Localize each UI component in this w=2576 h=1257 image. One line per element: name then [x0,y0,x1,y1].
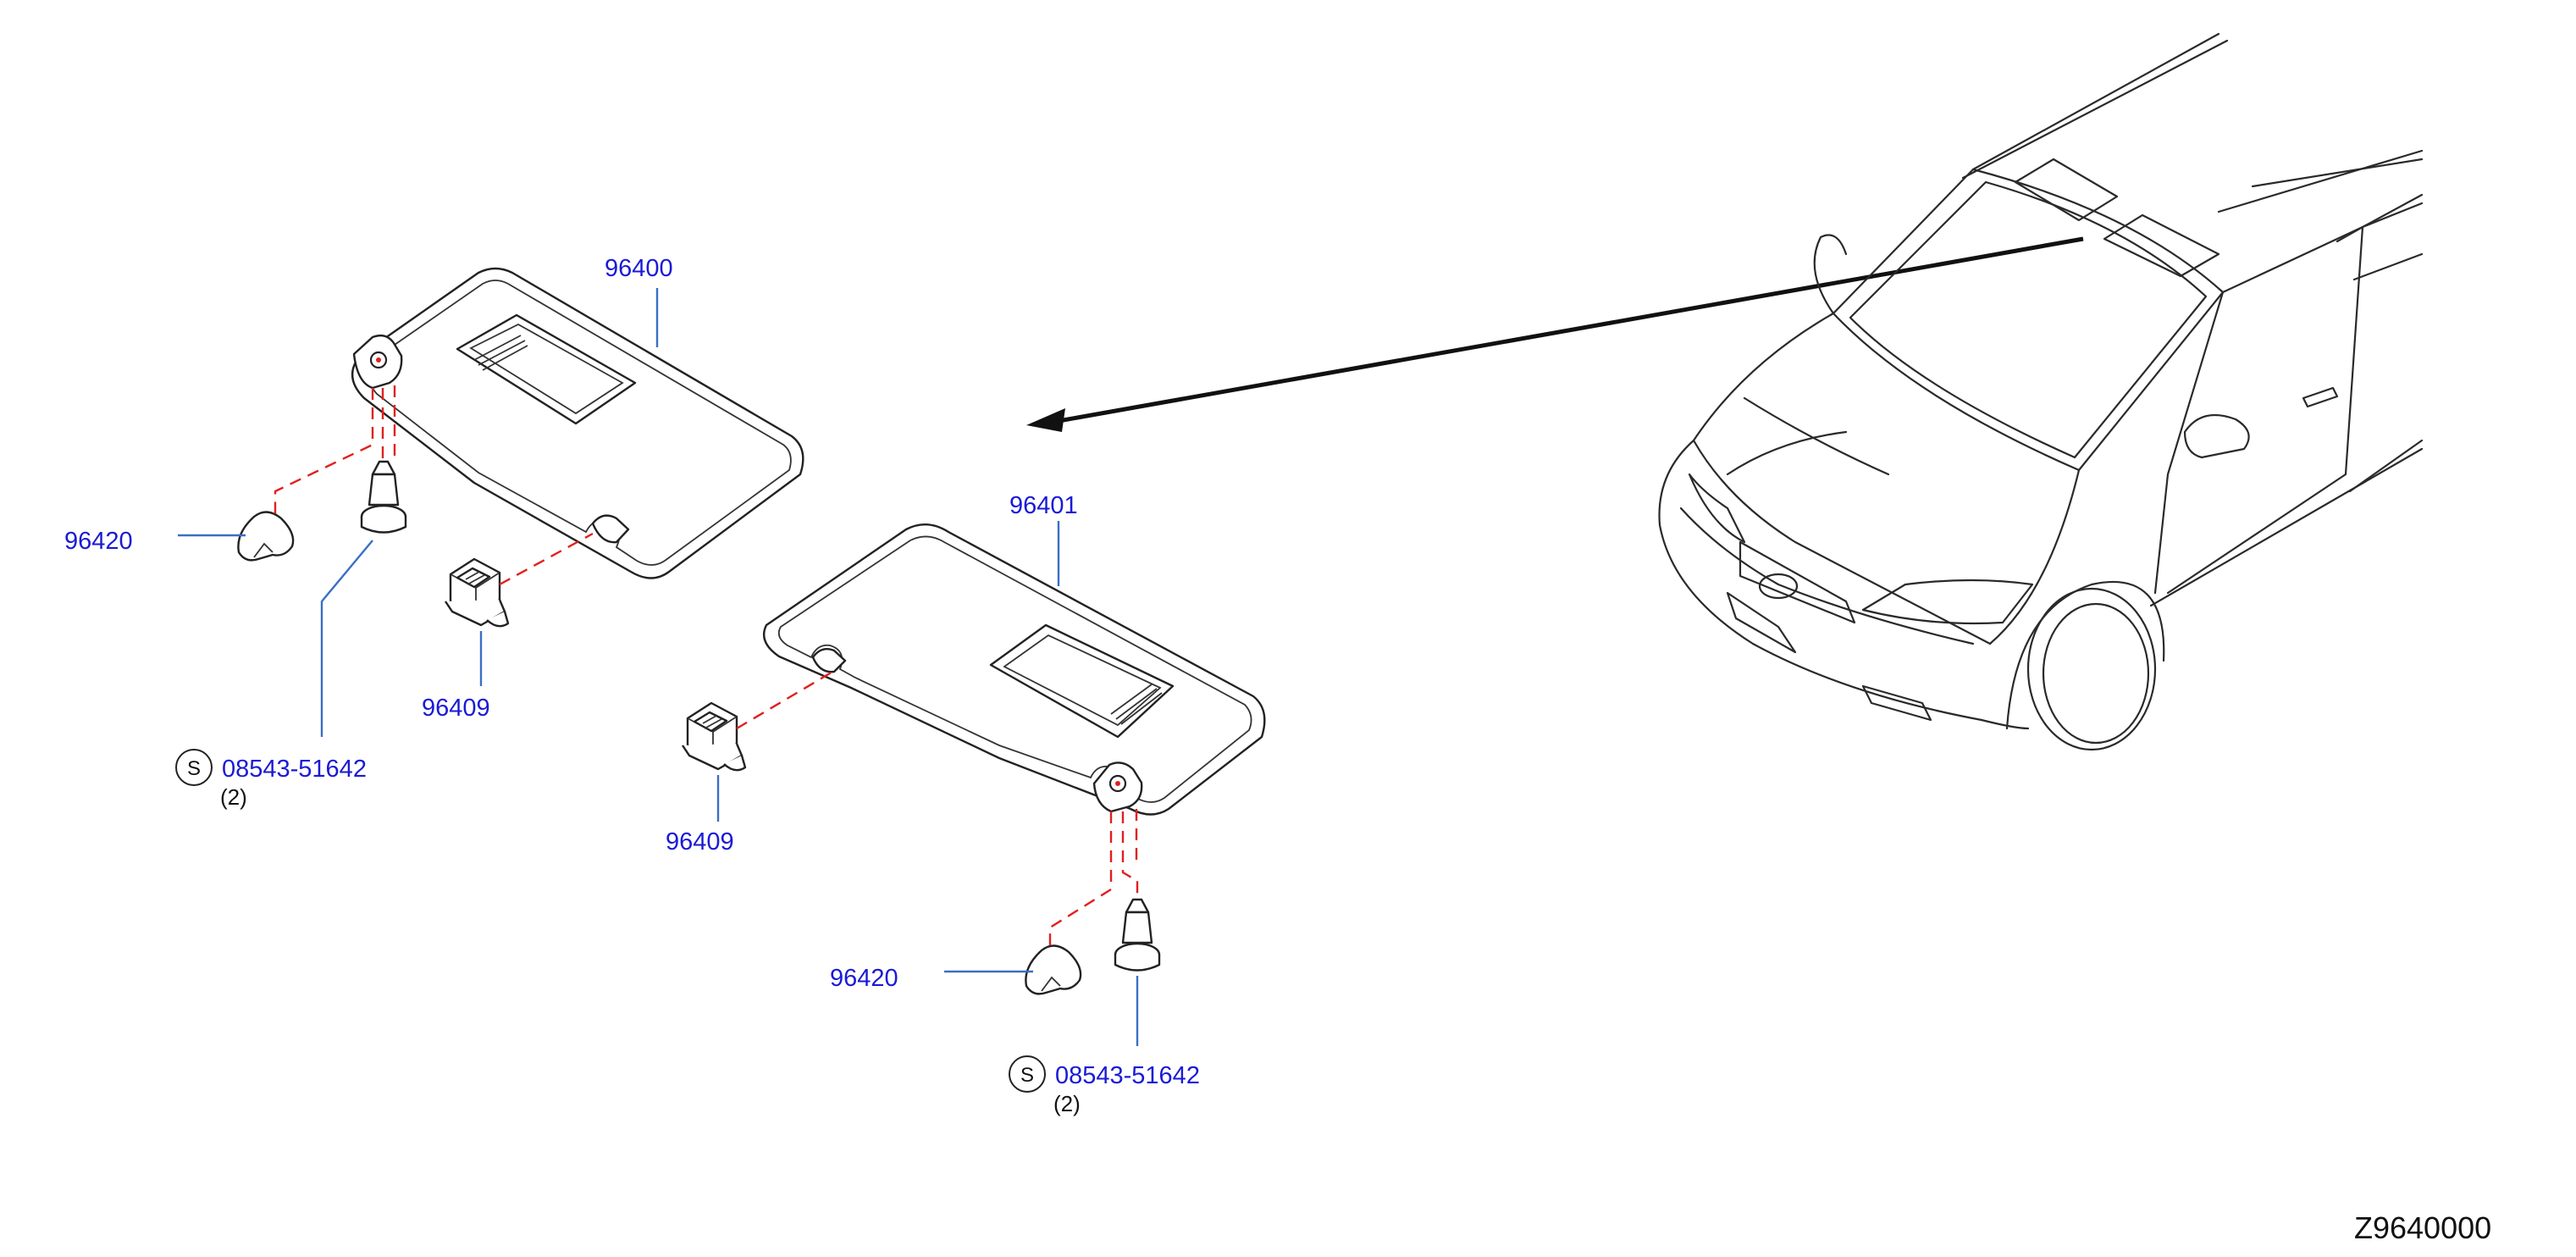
vanity-mirror-left [456,313,637,425]
callout-96420-left[interactable]: 96420 [64,528,133,555]
standard-part-letter: S [1020,1064,1034,1087]
standard-part-symbol-right: S [1009,1055,1046,1093]
visor-location-right [2103,213,2220,278]
front-wheel [2026,587,2157,751]
hinge-cover-left[interactable] [237,511,295,562]
quantity-screw-left: (2) [220,784,247,810]
sun-visor-left[interactable] [351,267,804,579]
headlamp-left [1688,473,1746,544]
location-arrow [1026,236,2084,432]
assembly-lines [274,385,1139,953]
callout-96409-left[interactable]: 96409 [422,695,490,722]
callout-screw-left[interactable]: 08543-51642 [222,756,367,783]
visor-holder-left[interactable] [445,557,510,628]
vehicle-illustration [1658,32,2424,751]
diagram-reference-code: Z9640000 [2354,1210,2491,1245]
headlamp-right [1861,579,2034,625]
callout-96400[interactable]: 96400 [605,255,673,282]
quantity-screw-right: (2) [1053,1091,1081,1116]
standard-part-symbol-left: S [175,749,213,786]
hinge-cover-right[interactable] [1025,944,1082,995]
screw-right[interactable] [1114,898,1161,972]
visor-location-left [2014,158,2119,222]
callout-96401[interactable]: 96401 [1009,492,1078,519]
sun-visor-right[interactable] [762,523,1266,816]
vanity-mirror-right [989,623,1175,739]
callout-96420-right[interactable]: 96420 [830,965,898,992]
visor-holder-right[interactable] [682,701,747,772]
emblem [1758,573,1799,600]
leader-lines [178,288,1139,1046]
callout-screw-right[interactable]: 08543-51642 [1055,1062,1200,1089]
callout-96409-right[interactable]: 96409 [666,828,734,856]
standard-part-letter: S [187,757,201,780]
screw-left[interactable] [360,460,407,534]
